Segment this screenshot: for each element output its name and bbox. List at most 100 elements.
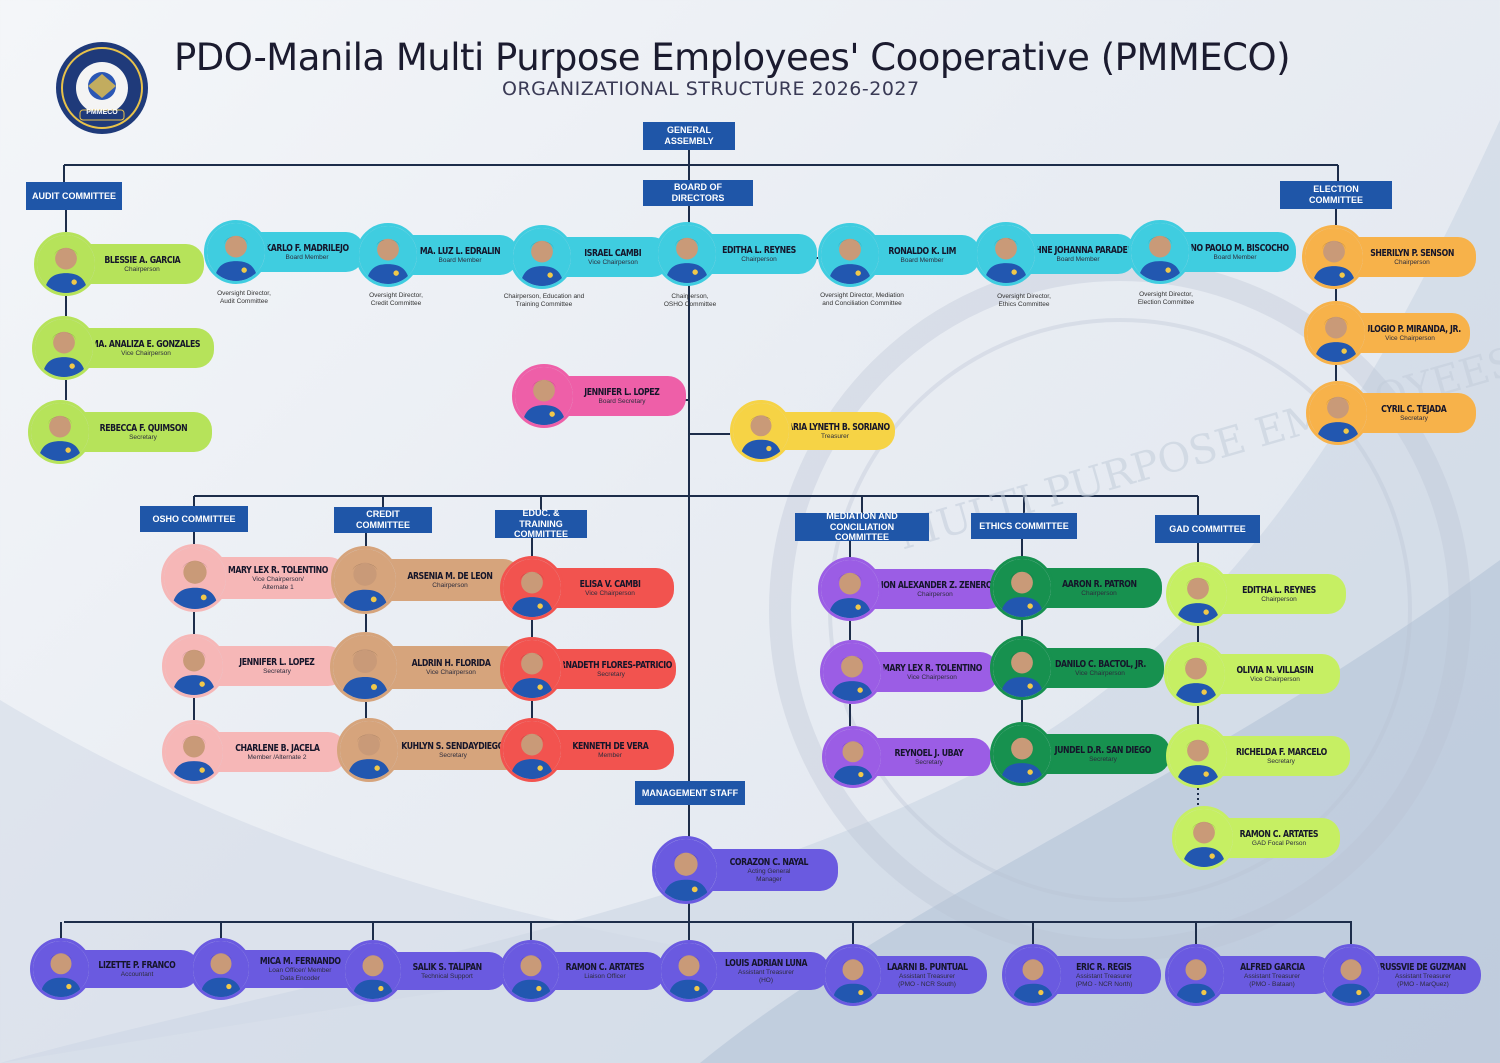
member-photo <box>162 634 226 698</box>
member-name: RUSSVIE DE GUZMAN <box>1379 962 1467 974</box>
member-name: ZENON ALEXANDER Z. ZENEROSA <box>866 579 1004 591</box>
member-photo <box>1306 381 1370 445</box>
member-name: BERNADETH FLORES-PATRICIO <box>549 659 673 671</box>
person-photo-icon <box>1307 304 1365 362</box>
member-photo <box>1304 301 1368 365</box>
member-role: Board Member <box>438 256 482 264</box>
member-photo <box>818 557 882 621</box>
person-photo-icon <box>733 403 789 459</box>
member-role: Vice Chairperson <box>907 673 957 681</box>
member-photo <box>500 940 562 1002</box>
member-name: ALDRIN H. FLORIDA <box>411 657 491 669</box>
member-role: Liaison Officer <box>584 972 626 980</box>
page-title: PDO-Manila Multi Purpose Employees' Coop… <box>174 36 1291 79</box>
member-name: ARSENIA M. DE LEON <box>407 570 493 582</box>
member-name: KARLO F. MADRILEJO <box>265 242 349 254</box>
member-name: EULOGIO P. MIRANDA, JR. <box>1359 323 1461 335</box>
member-photo <box>204 220 268 284</box>
person-photo-icon <box>821 560 879 618</box>
member-photo <box>990 556 1054 620</box>
member-role: Assistant Treasurer (PMO - NCR North) <box>1075 973 1133 988</box>
person-photo-icon <box>993 725 1051 783</box>
member-photo <box>1164 642 1228 706</box>
member-name: CORAZON C. NAYAL <box>729 857 809 869</box>
member-assignment-note: Oversight Director, Election Committee <box>1137 291 1195 307</box>
member-role: Chairperson <box>741 255 777 263</box>
person-photo-icon <box>1169 727 1227 785</box>
member-photo <box>190 938 252 1000</box>
member-name: MA. LUZ L. EDRALIN <box>419 245 501 257</box>
member-role: GAD Focal Person <box>1251 839 1307 847</box>
member-name: ALFRED GARCIA <box>1239 962 1305 974</box>
member-role: Member /Alternate 2 <box>247 753 307 761</box>
member-role: Vice Chairperson <box>1250 675 1300 683</box>
member-role: Board Secretary <box>598 397 646 405</box>
member-role: Chairperson <box>1081 589 1117 597</box>
member-photo <box>1172 806 1236 870</box>
member-photo <box>818 223 882 287</box>
pmmeco-logo: PMMECO <box>48 40 156 136</box>
member-role: Vice Chairperson <box>1385 334 1435 342</box>
person-photo-icon <box>655 839 717 901</box>
member-name: KENNETH DE VERA <box>571 740 649 752</box>
member-photo <box>1320 944 1382 1006</box>
member-role: Chairperson <box>917 590 953 598</box>
member-role: Secretary <box>597 670 625 678</box>
person-photo-icon <box>35 319 93 377</box>
member-photo <box>32 316 96 380</box>
osho-committee-header: OSHO COMMITTEE <box>140 506 248 532</box>
person-photo-icon <box>1005 947 1061 1003</box>
member-photo <box>655 222 719 286</box>
gad-committee-header: GAD COMMITTEE <box>1155 515 1260 543</box>
person-photo-icon <box>503 721 561 779</box>
member-photo <box>161 544 229 612</box>
member-name: REYNOEL J. UBAY <box>894 747 964 759</box>
person-photo-icon <box>1167 645 1225 703</box>
person-photo-icon <box>825 729 881 785</box>
person-photo-icon <box>661 943 717 999</box>
member-name: BLESSIE A. GARCIA <box>104 254 180 266</box>
member-role: Vice Chairperson <box>585 589 635 597</box>
member-role: Loan Officer/ Member Data Encoder <box>268 967 332 982</box>
person-photo-icon <box>1305 228 1363 286</box>
member-role: Chairperson <box>1261 595 1297 603</box>
member-role: Assistant Treasurer (PMO - NCR South) <box>898 973 956 988</box>
member-photo <box>1002 944 1064 1006</box>
person-photo-icon <box>33 941 89 997</box>
member-name: RONALDO K. LIM <box>888 245 956 257</box>
member-role: Board Member <box>1056 255 1100 263</box>
person-photo-icon <box>164 547 226 609</box>
member-role: Vice Chairperson <box>588 258 638 266</box>
member-photo <box>34 232 98 296</box>
person-photo-icon <box>1131 223 1189 281</box>
member-assignment-note: Oversight Director, Credit Committee <box>369 292 423 308</box>
member-role: Secretary <box>129 433 157 441</box>
member-role: Secretary <box>263 667 291 675</box>
person-photo-icon <box>359 226 417 284</box>
person-photo-icon <box>1175 809 1233 867</box>
credit-committee-header: CREDIT COMMITTEE <box>334 507 432 533</box>
member-name: JENNIFER L. LOPEZ <box>584 386 660 398</box>
person-photo-icon <box>503 640 561 698</box>
member-name: RAMON C. ARTATES <box>565 961 645 973</box>
member-role: Accountant <box>120 970 154 978</box>
person-photo-icon <box>503 559 561 617</box>
member-photo <box>28 400 92 464</box>
member-role: Vice Chairperson <box>1075 669 1125 677</box>
member-photo <box>822 944 884 1006</box>
person-photo-icon <box>193 941 249 997</box>
person-photo-icon <box>977 225 1035 283</box>
member-name: CYRIL C. TEJADA <box>1381 403 1447 415</box>
person-photo-icon <box>345 943 401 999</box>
member-photo <box>356 223 420 287</box>
member-photo <box>1166 724 1230 788</box>
audit-committee-header: AUDIT COMMITTEE <box>26 182 122 210</box>
member-photo <box>1128 220 1192 284</box>
person-photo-icon <box>165 723 223 781</box>
person-photo-icon <box>165 637 223 695</box>
election-committee-header: ELECTION COMMITTEE <box>1280 181 1392 209</box>
person-photo-icon <box>333 635 397 699</box>
person-photo-icon <box>515 367 573 425</box>
member-name: MARY LEX R. TOLENTINO <box>227 565 329 577</box>
member-role: Secretary <box>1089 755 1117 763</box>
